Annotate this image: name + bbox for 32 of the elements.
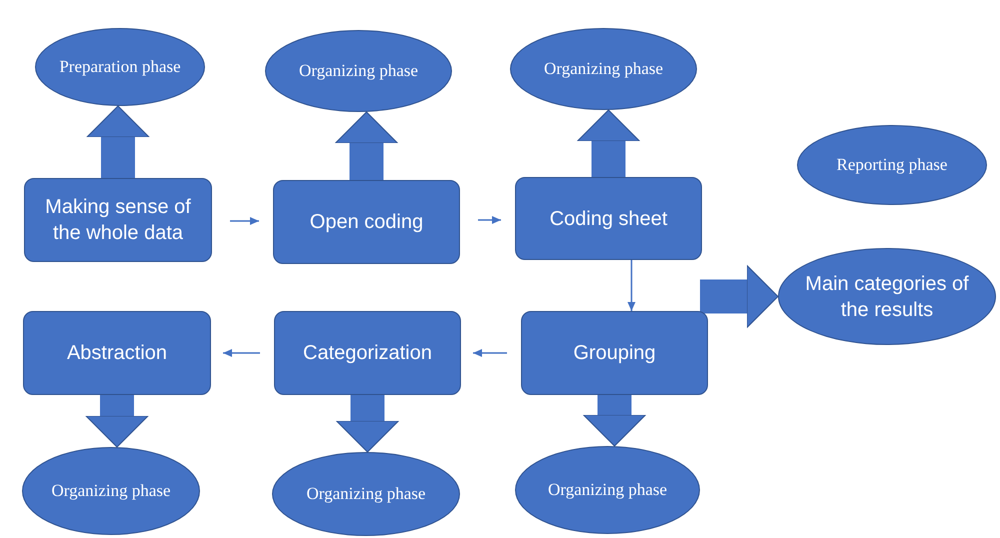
block-arrow	[583, 395, 646, 446]
arrow	[223, 349, 260, 357]
arrow	[473, 349, 507, 357]
node-label: Categorization	[303, 341, 432, 366]
block-arrow	[336, 395, 399, 452]
node-label: Open coding	[310, 210, 424, 235]
block-arrow	[335, 112, 398, 180]
process-box	[274, 311, 461, 395]
process-box	[24, 178, 212, 262]
arrow	[628, 260, 636, 311]
process-box	[521, 311, 708, 395]
node-label: Making sense of the whole data	[44, 195, 192, 246]
block-arrow	[577, 110, 640, 177]
block-arrow	[86, 395, 148, 448]
node-label: Preparation phase	[59, 56, 181, 78]
node-label: Grouping	[573, 341, 656, 366]
process-box	[273, 180, 460, 264]
arrow	[230, 217, 259, 225]
process-box	[23, 311, 211, 395]
process-box	[515, 177, 702, 260]
node-label: Main categories of the results	[804, 272, 970, 322]
node-label: Organizing phase	[306, 483, 426, 506]
node-label: Reporting phase	[836, 154, 948, 176]
node-label: Organizing phase	[544, 58, 664, 80]
node-label: Organizing phase	[548, 479, 668, 502]
block-arrow	[86, 106, 150, 178]
node-label: Organizing phase	[298, 60, 418, 82]
node-label: Abstraction	[66, 341, 168, 366]
node-label: Organizing phase	[51, 480, 171, 502]
block-arrow	[700, 265, 778, 328]
node-label: Coding sheet	[550, 206, 668, 232]
arrow	[478, 216, 501, 224]
